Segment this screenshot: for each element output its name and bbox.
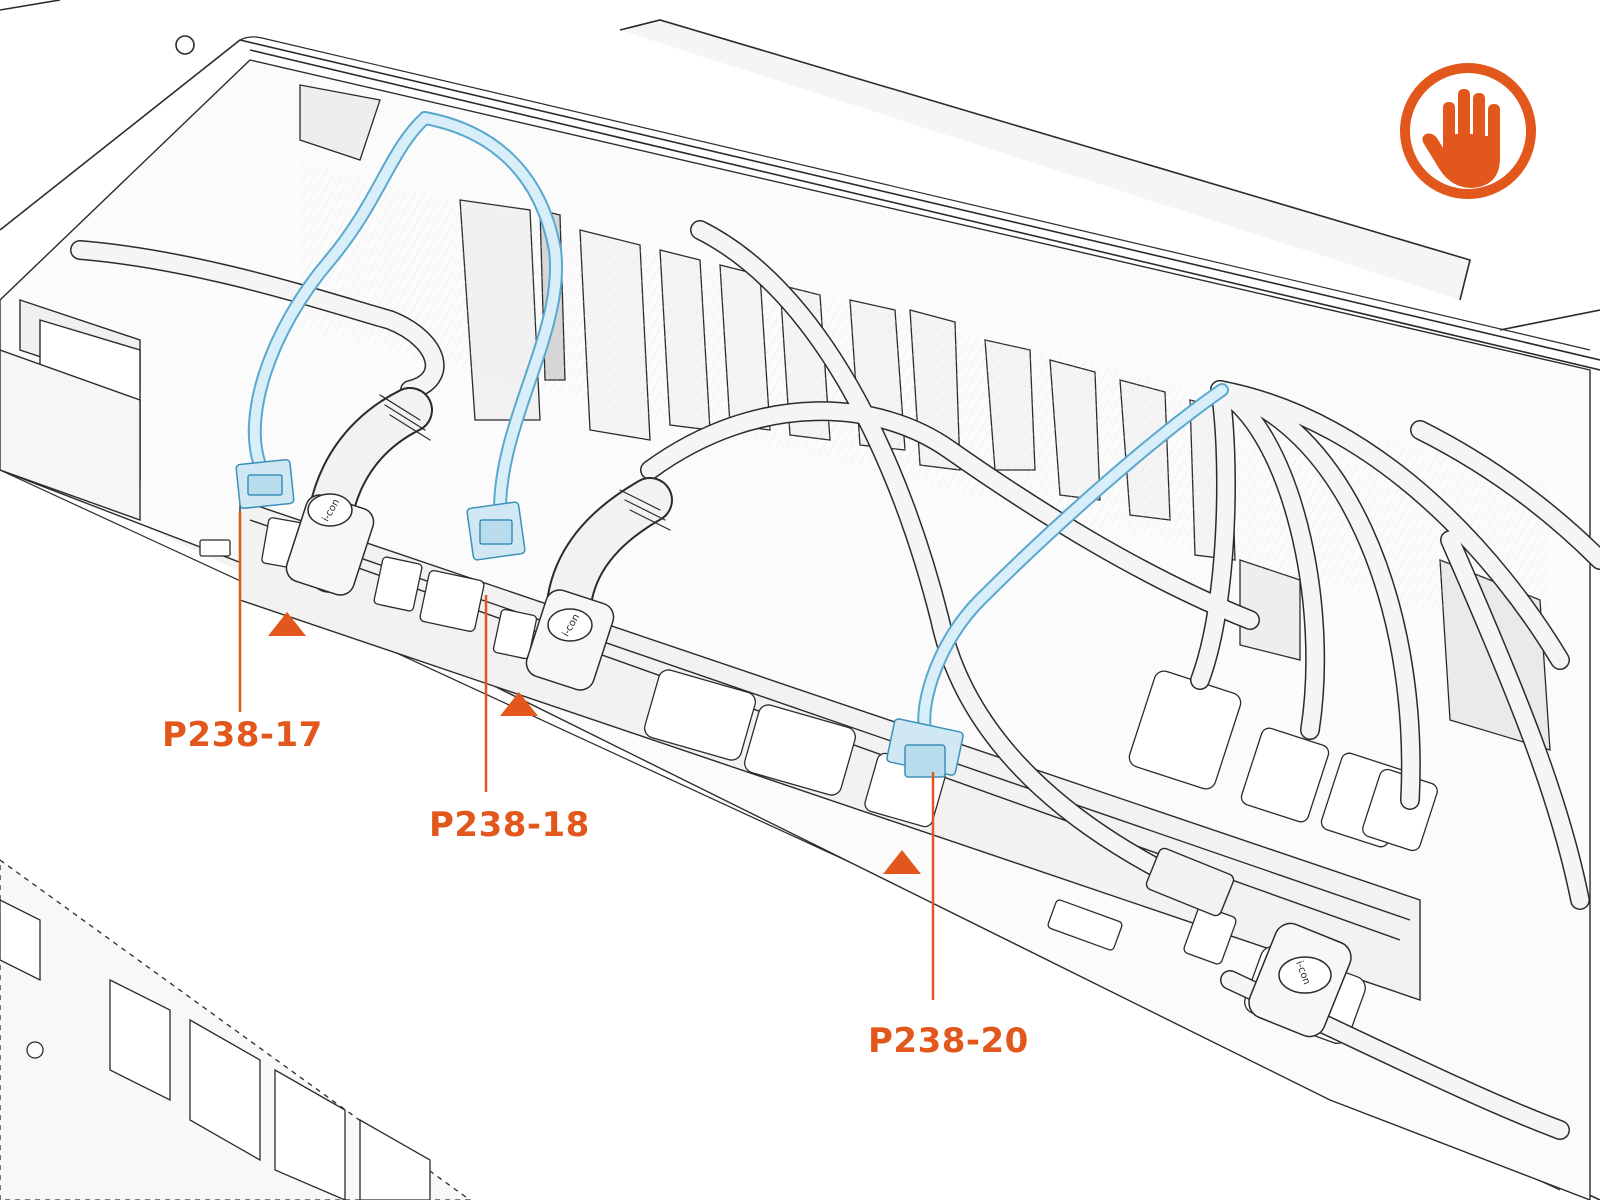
highlighted-cables bbox=[247, 111, 1229, 737]
highlighted-plugs bbox=[235, 458, 964, 778]
callout-label-p238-20: P238-20 bbox=[868, 1021, 1029, 1061]
callout-label-p238-18: P238-18 bbox=[429, 805, 590, 845]
back-wall-shading bbox=[300, 160, 1550, 640]
callout-arrow-p238-18 bbox=[500, 692, 538, 716]
cover-plate bbox=[0, 859, 472, 1200]
callout-arrow-p238-20 bbox=[883, 850, 921, 874]
hand-icon bbox=[1400, 63, 1536, 199]
callout-arrow-p238-17 bbox=[268, 612, 306, 636]
ferrite-bead bbox=[1145, 847, 1235, 917]
icon-plug-heads bbox=[285, 493, 1352, 1038]
callout-label-p238-17: P238-17 bbox=[162, 715, 323, 755]
power-cables bbox=[70, 220, 1600, 1140]
callout-markers bbox=[268, 612, 921, 874]
callout-leaders bbox=[238, 512, 935, 1000]
drive-module bbox=[0, 299, 141, 521]
